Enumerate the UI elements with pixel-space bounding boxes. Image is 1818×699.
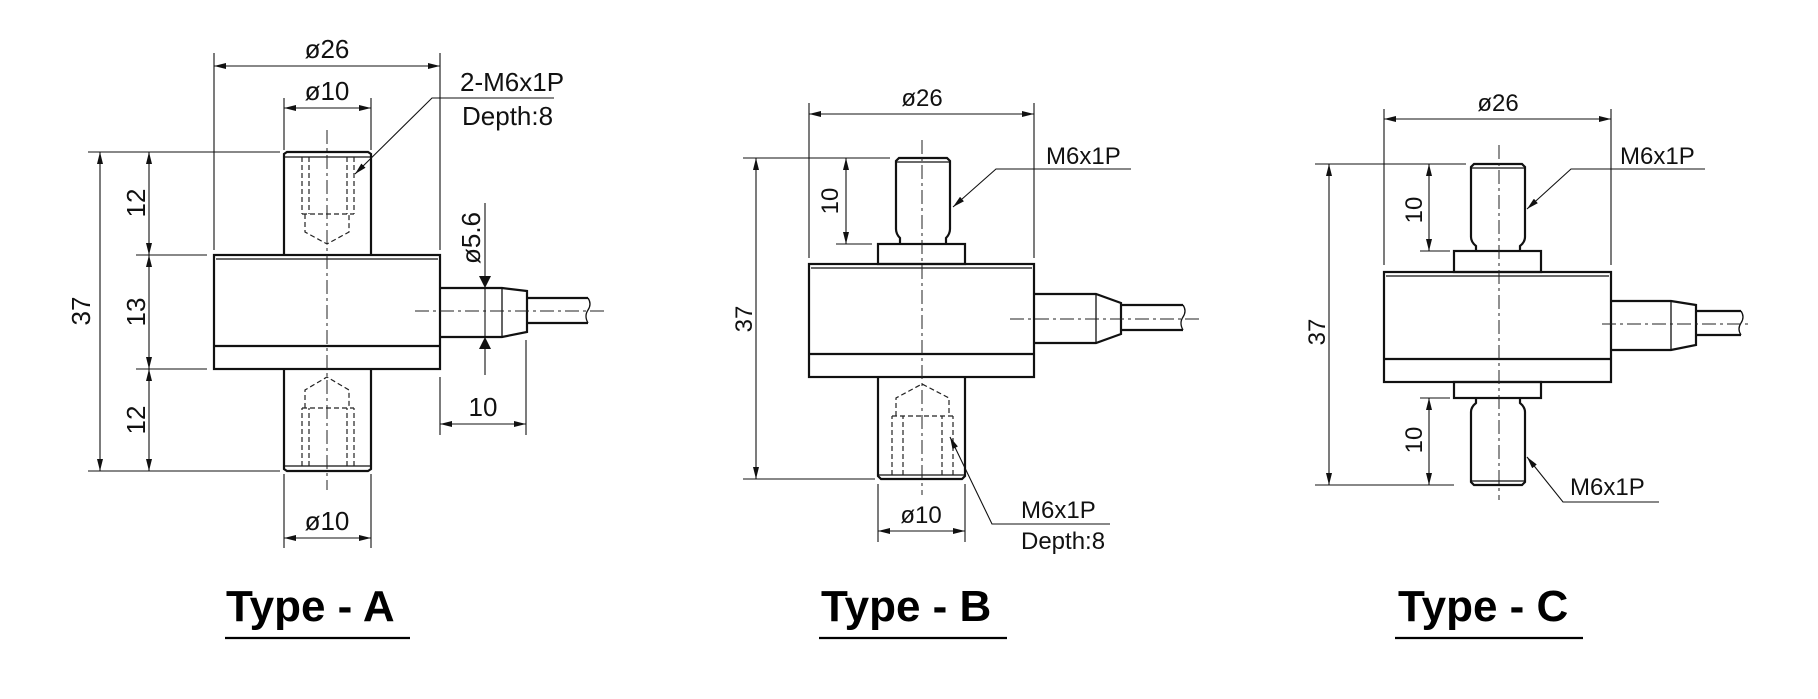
type-b-thread-top-note: M6x1P <box>1046 143 1121 170</box>
type-a-height-top-stud-label: 12 <box>121 189 151 218</box>
type-b-thread-bottom-note: M6x1P <box>1021 497 1096 524</box>
type-a-dia-stud-top-label: ø10 <box>305 76 350 106</box>
type-b-drawing: ø26 37 10 M6x1P ø10 M6x1P Depth:8 Type -… <box>731 85 1203 640</box>
type-b-height-total-label: 37 <box>731 306 758 333</box>
type-a-cable-length-label: 10 <box>469 392 498 422</box>
type-c-dimensions: ø26 37 10 10 M6x1P M6x1P <box>1304 90 1705 503</box>
type-c-top-stud-length-label: 10 <box>1401 197 1428 224</box>
type-b-title: Type - B <box>821 582 991 631</box>
type-a-centerlines <box>326 130 605 490</box>
type-b-dimensions: ø26 37 10 M6x1P ø10 M6x1P Depth:8 <box>731 85 1131 555</box>
type-c-part-outline <box>1382 162 1744 487</box>
type-a-dia-cable-label: ø5.6 <box>456 212 486 264</box>
type-a-height-total-label: 37 <box>66 297 96 326</box>
type-c-title: Type - C <box>1398 582 1568 631</box>
type-b-centerlines <box>921 140 1203 495</box>
type-c-centerlines <box>1498 145 1752 500</box>
type-a-height-body-label: 13 <box>121 298 151 327</box>
type-b-dia-stud-bottom-label: ø10 <box>900 502 941 529</box>
type-a-dia-body-label: ø26 <box>305 34 350 64</box>
type-c-dia-body-label: ø26 <box>1477 90 1518 117</box>
type-c-bottom-stud-length-label: 10 <box>1401 427 1428 454</box>
type-a-drawing: ø26 ø10 ø10 37 12 13 12 ø5.6 <box>66 34 605 640</box>
type-b-dia-body-label: ø26 <box>901 85 942 112</box>
type-a-depth-note: Depth:8 <box>462 101 553 131</box>
type-a-dia-stud-bottom-label: ø10 <box>305 506 350 536</box>
type-b-depth-bottom-note: Depth:8 <box>1021 528 1105 555</box>
type-a-thread-note: 2-M6x1P <box>460 67 564 97</box>
type-c-drawing: ø26 37 10 10 M6x1P M6x1P Type - C <box>1304 90 1752 640</box>
type-b-top-stud-length-label: 10 <box>817 188 844 215</box>
type-a-dimensions: ø26 ø10 ø10 37 12 13 12 ø5.6 <box>66 34 564 548</box>
type-c-thread-bottom-note: M6x1P <box>1570 474 1645 501</box>
type-a-title: Type - A <box>226 582 395 631</box>
type-c-thread-top-note: M6x1P <box>1620 143 1695 170</box>
type-c-height-total-label: 37 <box>1304 319 1331 346</box>
type-a-height-bottom-stud-label: 12 <box>121 406 151 435</box>
